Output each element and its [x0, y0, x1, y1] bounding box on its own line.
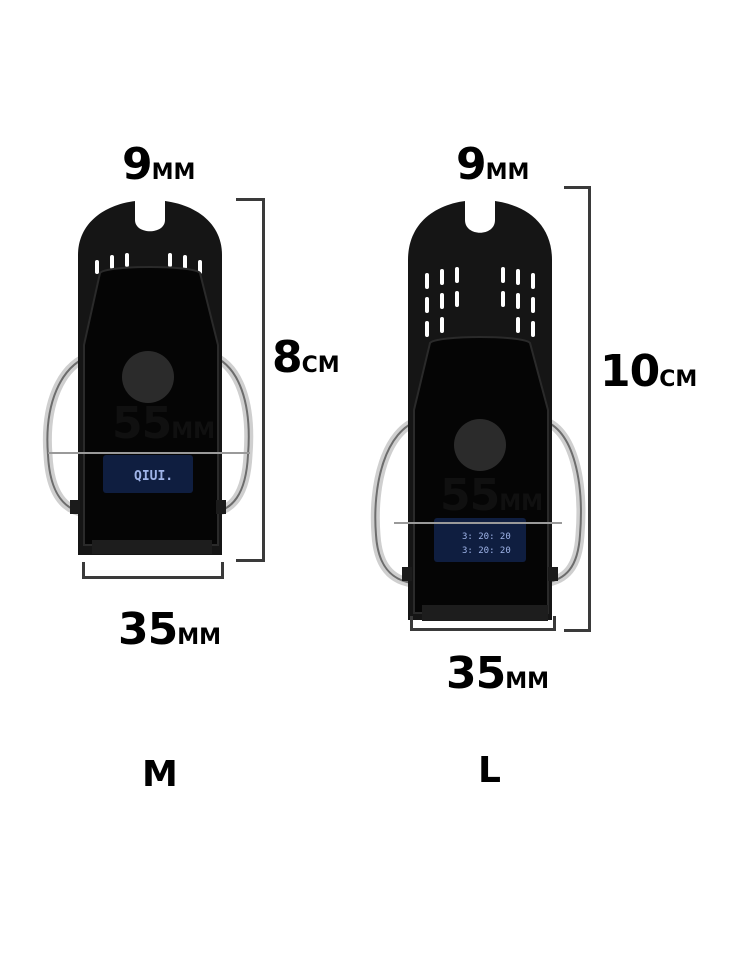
- medium-ring-diameter-value: 55: [112, 398, 172, 449]
- large-ring-diameter-unit: MM: [499, 491, 544, 516]
- medium-top-width-label: 9MM: [122, 143, 195, 187]
- medium-top-width-unit: MM: [151, 160, 196, 185]
- large-bottom-width-value: 35: [446, 648, 506, 699]
- large-screen: [434, 518, 526, 562]
- large-vent-slots: [425, 267, 535, 337]
- large-ring-diameter-label: 55MM: [440, 470, 543, 521]
- medium-size-label: M: [142, 754, 178, 795]
- medium-device-illustration: [42, 200, 254, 555]
- large-device-illustration: [370, 200, 586, 621]
- large-bottom-bracket: [410, 616, 556, 631]
- large-top-width-unit: MM: [485, 160, 530, 185]
- medium-screen: [103, 455, 193, 493]
- large-top-width-label: 9MM: [456, 143, 529, 187]
- large-screen-line-1: 3: 20: 20: [462, 532, 511, 542]
- large-ring-diameter-value: 55: [440, 470, 500, 521]
- medium-bottom-bracket: [82, 562, 224, 579]
- large-bottom-width-label: 35MM: [446, 652, 549, 696]
- medium-height-value: 8: [272, 332, 303, 383]
- medium-ring-diameter-unit: MM: [171, 419, 216, 444]
- medium-bottom-width-value: 35: [118, 604, 178, 655]
- large-height-label: 10CM: [600, 350, 697, 394]
- large-size-label: L: [478, 750, 501, 791]
- large-height-unit: CM: [659, 367, 698, 392]
- medium-screen-label: QIUI.: [134, 469, 174, 484]
- large-height-value: 10: [600, 346, 660, 397]
- medium-height-label: 8CM: [272, 336, 340, 380]
- medium-bottom-width-unit: MM: [177, 625, 222, 650]
- medium-button: [122, 351, 174, 403]
- medium-height-bracket: [236, 198, 265, 562]
- medium-top-width-value: 9: [122, 139, 153, 190]
- medium-vent-slots: [95, 253, 202, 274]
- large-height-bracket: [564, 186, 591, 632]
- large-button: [454, 419, 506, 471]
- large-top-width-value: 9: [456, 139, 487, 190]
- medium-height-unit: CM: [301, 353, 340, 378]
- large-bottom-width-unit: MM: [505, 669, 550, 694]
- medium-ring-diameter-label: 55MM: [112, 398, 215, 449]
- medium-bottom-width-label: 35MM: [118, 608, 221, 652]
- large-screen-line-2: 3: 20: 20: [462, 546, 511, 556]
